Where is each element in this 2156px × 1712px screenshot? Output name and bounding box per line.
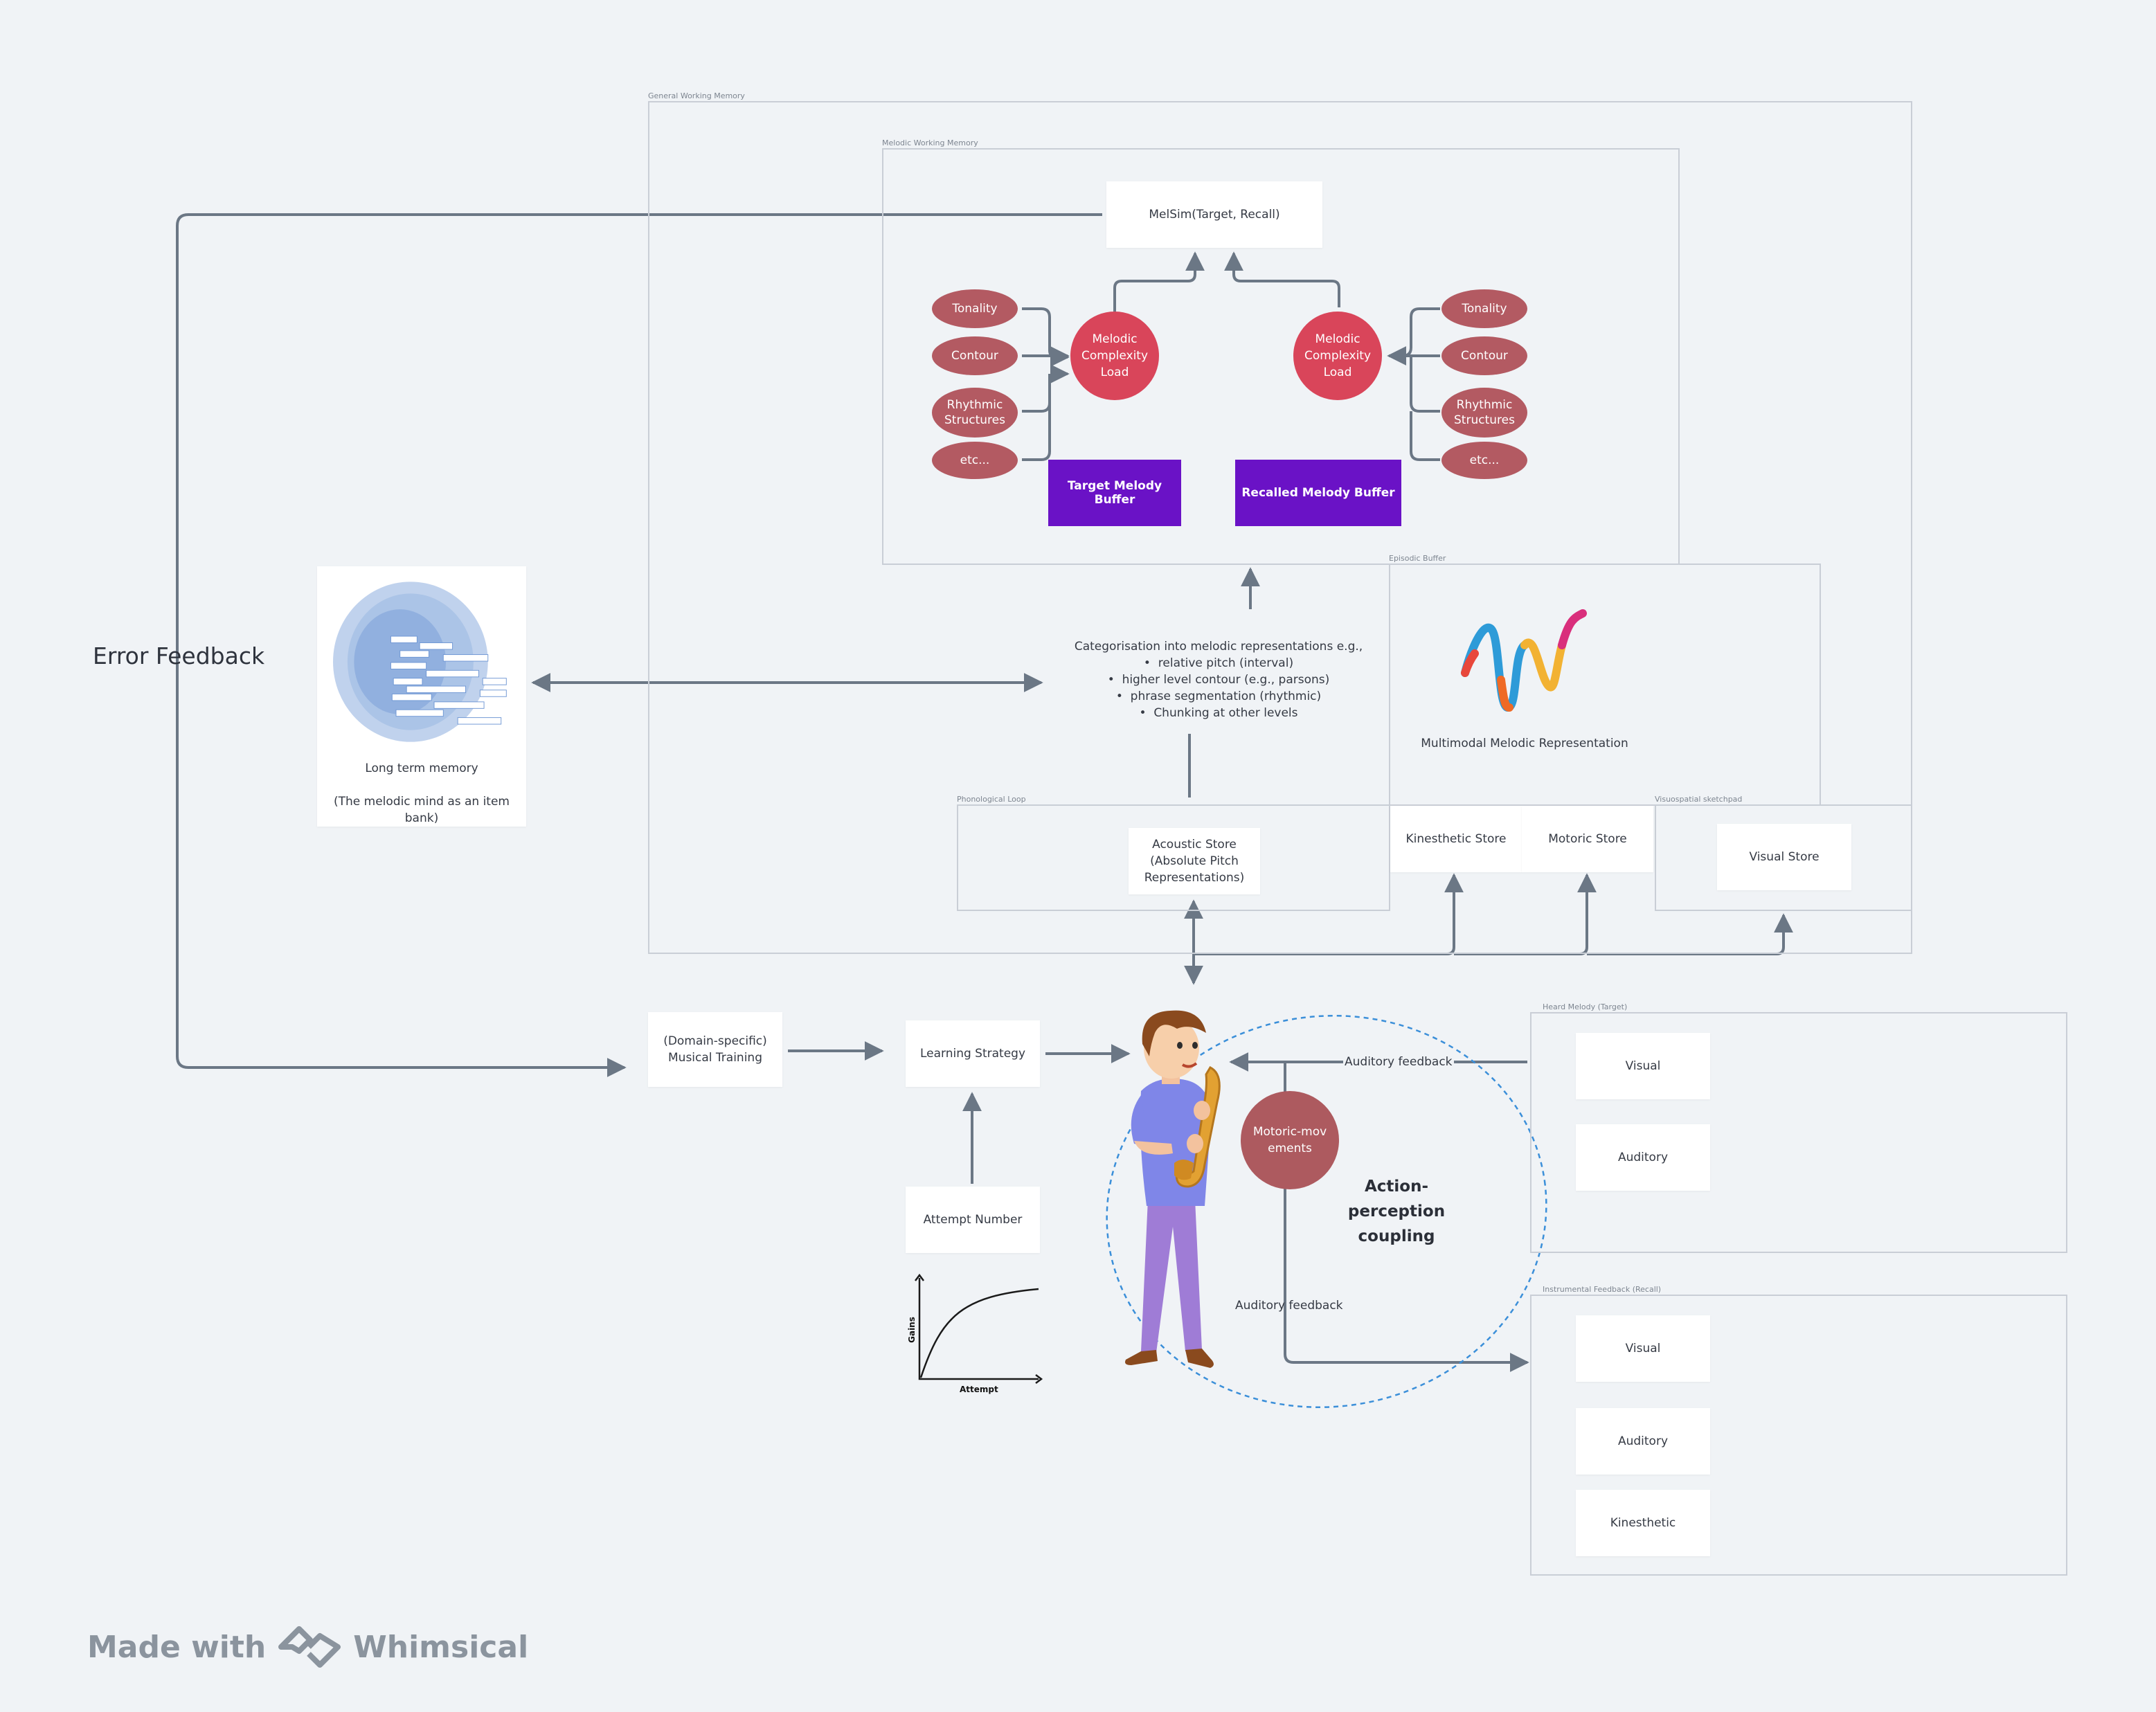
instrumental-feedback-region bbox=[1530, 1295, 2067, 1576]
error-feedback-label: Error Feedback bbox=[93, 642, 265, 669]
instrumental-auditory-label: Auditory bbox=[1617, 1434, 1669, 1448]
general-working-memory-label: General Working Memory bbox=[648, 91, 745, 100]
ltm-title: Long term memory bbox=[365, 762, 478, 775]
learning-curve-ylabel: Gains bbox=[906, 1317, 917, 1343]
instrumental-auditory-card[interactable]: Auditory bbox=[1576, 1408, 1710, 1475]
made-with-whimsical-badge[interactable]: Made with Whimsical bbox=[87, 1624, 528, 1670]
right-complexity-label: Melodic Complexity Load bbox=[1304, 332, 1372, 379]
heard-auditory-label: Auditory bbox=[1617, 1151, 1669, 1164]
melodic-working-memory-label: Melodic Working Memory bbox=[882, 138, 978, 147]
categorisation-bullet: • relative pitch (interval) bbox=[1143, 656, 1294, 670]
melsim-label: MelSim(Target, Recall) bbox=[1149, 208, 1280, 222]
acoustic-store-label: Acoustic Store (Absolute Pitch Represent… bbox=[1144, 838, 1245, 885]
right-complexity-circle[interactable]: Melodic Complexity Load bbox=[1293, 312, 1382, 400]
visuospatial-sketchpad-label: Visuospatial sketchpad bbox=[1655, 795, 1743, 804]
right-etc-pill[interactable]: etc... bbox=[1441, 442, 1527, 479]
left-etc-pill[interactable]: etc... bbox=[932, 442, 1018, 479]
instrumental-kinesthetic-label: Kinesthetic bbox=[1610, 1516, 1676, 1530]
right-tonality-label: Tonality bbox=[1462, 302, 1507, 316]
attempt-number-label: Attempt Number bbox=[923, 1213, 1023, 1227]
melsim-card[interactable]: MelSim(Target, Recall) bbox=[1106, 181, 1322, 248]
motoric-movements-circle[interactable]: Motoric-movements bbox=[1241, 1091, 1339, 1189]
heard-auditory-card[interactable]: Auditory bbox=[1576, 1124, 1710, 1191]
heard-visual-label: Visual bbox=[1625, 1059, 1661, 1073]
multimodal-waveform-icon bbox=[1461, 609, 1587, 712]
learning-strategy-label: Learning Strategy bbox=[919, 1047, 1026, 1061]
phonological-loop-region bbox=[957, 804, 1390, 911]
musical-training-label: (Domain-specific) Musical Training bbox=[663, 1034, 767, 1065]
episodic-buffer-label: Episodic Buffer bbox=[1389, 554, 1446, 563]
action-perception-label: Action-perception coupling bbox=[1347, 1178, 1446, 1245]
categorisation-text: Categorisation into melodic representati… bbox=[1052, 638, 1385, 721]
learning-curve-xlabel: Attempt bbox=[960, 1385, 998, 1394]
right-rhythmic-pill[interactable]: Rhythmic Structures bbox=[1441, 388, 1527, 438]
attempt-number-card[interactable]: Attempt Number bbox=[906, 1187, 1040, 1253]
categorisation-bullet: • higher level contour (e.g., parsons) bbox=[1107, 673, 1330, 687]
melodic-working-memory-region bbox=[882, 148, 1680, 565]
long-term-memory-card[interactable]: Long term memory (The melodic mind as an… bbox=[317, 566, 526, 827]
visual-store-card[interactable]: Visual Store bbox=[1717, 824, 1851, 890]
visual-store-label: Visual Store bbox=[1749, 850, 1820, 864]
recalled-melody-buffer[interactable]: Recalled Melody Buffer bbox=[1235, 460, 1401, 526]
left-rhythmic-label: Rhythmic Structures bbox=[944, 398, 1005, 427]
categorisation-heading: Categorisation into melodic representati… bbox=[1074, 640, 1363, 654]
left-complexity-label: Melodic Complexity Load bbox=[1081, 332, 1149, 379]
left-tonality-label: Tonality bbox=[952, 302, 998, 316]
kinesthetic-store-label: Kinesthetic Store bbox=[1405, 832, 1507, 846]
saxophone-player-image bbox=[1125, 1010, 1221, 1368]
instrumental-feedback-label: Instrumental Feedback (Recall) bbox=[1543, 1285, 1662, 1294]
left-contour-pill[interactable]: Contour bbox=[932, 336, 1018, 375]
target-melody-buffer[interactable]: Target Melody Buffer bbox=[1048, 460, 1181, 526]
right-rhythmic-label: Rhythmic Structures bbox=[1454, 398, 1515, 427]
left-tonality-pill[interactable]: Tonality bbox=[932, 289, 1018, 328]
left-contour-label: Contour bbox=[951, 349, 998, 363]
heard-visual-card[interactable]: Visual bbox=[1576, 1033, 1710, 1099]
right-contour-label: Contour bbox=[1461, 349, 1508, 363]
episodic-buffer-region bbox=[1389, 564, 1821, 806]
whimsical-logo-icon bbox=[278, 1626, 341, 1668]
right-etc-label: etc... bbox=[1469, 453, 1500, 467]
acoustic-store-card[interactable]: Acoustic Store (Absolute Pitch Represent… bbox=[1129, 828, 1260, 894]
ltm-subtitle: (The melodic mind as an item bank) bbox=[334, 795, 510, 825]
auditory-feedback-bottom-label: Auditory feedback bbox=[1235, 1299, 1343, 1313]
whimsical-brand-label: Whimsical bbox=[353, 1629, 529, 1665]
right-tonality-pill[interactable]: Tonality bbox=[1441, 289, 1527, 328]
right-contour-pill[interactable]: Contour bbox=[1441, 336, 1527, 375]
phonological-loop-label: Phonological Loop bbox=[957, 795, 1026, 804]
heard-melody-region bbox=[1530, 1012, 2067, 1253]
instrumental-visual-label: Visual bbox=[1625, 1342, 1661, 1355]
auditory-feedback-top-label: Auditory feedback bbox=[1343, 1055, 1454, 1069]
motoric-movements-label: Motoric-movements bbox=[1252, 1125, 1327, 1155]
instrumental-visual-card[interactable]: Visual bbox=[1576, 1315, 1710, 1382]
item-bank-wordcloud-image bbox=[333, 582, 507, 742]
categorisation-bullet: • Chunking at other levels bbox=[1139, 706, 1298, 720]
multimodal-label: Multimodal Melodic Representation bbox=[1421, 737, 1628, 750]
general-working-memory-region bbox=[648, 101, 1912, 954]
motoric-store-card[interactable]: Motoric Store bbox=[1522, 806, 1653, 872]
made-with-label: Made with bbox=[87, 1629, 267, 1665]
left-rhythmic-pill[interactable]: Rhythmic Structures bbox=[932, 388, 1018, 438]
motoric-store-label: Motoric Store bbox=[1548, 832, 1627, 846]
categorisation-bullet: • phrase segmentation (rhythmic) bbox=[1115, 690, 1322, 703]
heard-melody-label: Heard Melody (Target) bbox=[1543, 1002, 1628, 1011]
instrumental-kinesthetic-card[interactable]: Kinesthetic bbox=[1576, 1490, 1710, 1556]
learning-strategy-card[interactable]: Learning Strategy bbox=[906, 1020, 1040, 1087]
kinesthetic-store-card[interactable]: Kinesthetic Store bbox=[1390, 806, 1522, 872]
musical-training-card[interactable]: (Domain-specific) Musical Training bbox=[648, 1012, 782, 1087]
visuospatial-sketchpad-region bbox=[1655, 804, 1912, 911]
left-complexity-circle[interactable]: Melodic Complexity Load bbox=[1070, 312, 1159, 400]
left-etc-label: etc... bbox=[960, 453, 990, 467]
